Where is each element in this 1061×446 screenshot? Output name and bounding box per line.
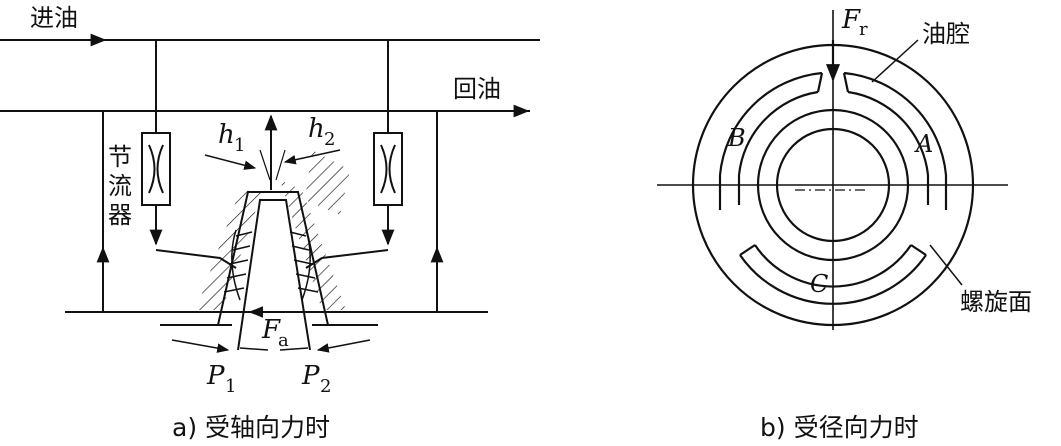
throttle-char-1: 节 bbox=[108, 143, 132, 171]
chamber-c-end2 bbox=[910, 244, 927, 256]
p1-arrow-left bbox=[171, 339, 230, 353]
right-throttle bbox=[373, 132, 403, 206]
right-throttle-arc2 bbox=[388, 144, 396, 194]
p2-base: P bbox=[301, 361, 320, 391]
p2-arrow-left bbox=[279, 347, 309, 351]
oil-return-label: 回油 bbox=[453, 75, 501, 103]
left-caption: a) 受轴向力时 bbox=[172, 413, 330, 442]
chamber-c-end1 bbox=[739, 244, 756, 256]
oil-chamber-leader bbox=[871, 39, 919, 83]
left-throttle-arc1 bbox=[148, 144, 156, 194]
right-throttle-arc1 bbox=[380, 144, 388, 194]
oil-chamber-label: 油腔 bbox=[922, 20, 970, 48]
radial-load-figure bbox=[657, 10, 1008, 330]
fa-sub: a bbox=[278, 330, 289, 351]
chamber-b-inner bbox=[737, 90, 819, 176]
spiral-face-label: 螺旋面 bbox=[960, 288, 1032, 316]
chamber-a-inner bbox=[847, 90, 930, 176]
fr-sub: r bbox=[859, 19, 868, 40]
left-chamber-ribs bbox=[223, 229, 253, 301]
h1-gap-line bbox=[259, 149, 271, 181]
chamber-a-end1 bbox=[842, 72, 850, 93]
right-chamber-ribs bbox=[289, 229, 319, 301]
p1-base: P bbox=[206, 361, 225, 391]
label-c: C bbox=[810, 270, 828, 298]
spiral-face-leader bbox=[929, 244, 963, 286]
left-housing-hatch bbox=[196, 190, 262, 310]
h2-base: h bbox=[308, 114, 325, 144]
label-b: B bbox=[727, 124, 746, 152]
h2-arrow bbox=[283, 149, 341, 165]
p2-arrow-right bbox=[316, 339, 371, 353]
h1-base: h bbox=[218, 120, 235, 150]
top-housing-hatch bbox=[305, 150, 350, 215]
chamber-a-outer bbox=[843, 71, 948, 176]
chamber-b-end1 bbox=[816, 72, 824, 93]
h1-arrow bbox=[204, 154, 257, 170]
p1-arrow-right bbox=[239, 347, 269, 351]
throttle-char-2: 流 bbox=[108, 172, 132, 200]
fa-base: F bbox=[261, 315, 281, 345]
throttle-char-3: 器 bbox=[108, 201, 132, 229]
left-throttle-arc2 bbox=[156, 144, 164, 194]
right-caption: b) 受径向力时 bbox=[760, 413, 919, 442]
h1-sub: 1 bbox=[234, 135, 245, 156]
fr-base: F bbox=[841, 5, 861, 35]
p2-sub: 2 bbox=[320, 376, 331, 397]
h2-sub: 2 bbox=[324, 129, 335, 150]
label-a: A bbox=[914, 130, 933, 158]
h2-gap-line bbox=[275, 149, 286, 181]
axial-load-figure bbox=[0, 33, 540, 353]
chamber-b-outer bbox=[718, 71, 823, 176]
right-housing-hatch bbox=[280, 180, 346, 310]
p1-sub: 1 bbox=[225, 376, 236, 397]
left-throttle bbox=[141, 132, 171, 206]
oil-in-label: 进油 bbox=[30, 4, 78, 32]
